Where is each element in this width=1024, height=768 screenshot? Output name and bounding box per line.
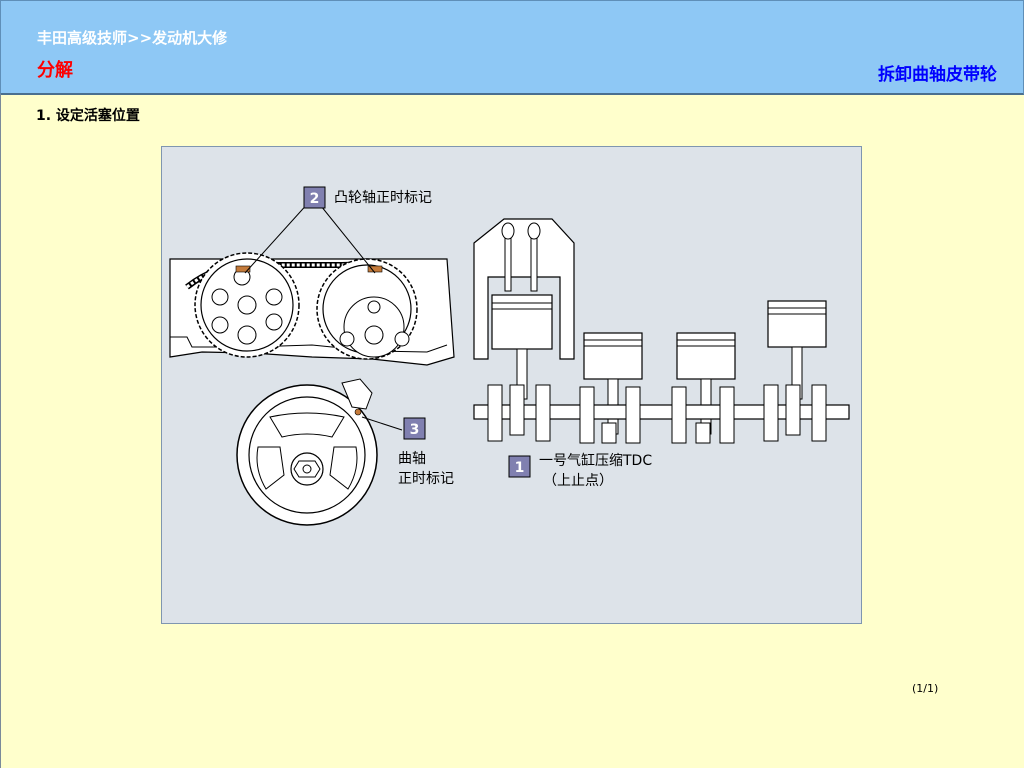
header-bar: 丰田高级技师>>发动机大修 分解 拆卸曲轴皮带轮	[0, 0, 1024, 95]
breadcrumb: 丰田高级技师>>发动机大修	[37, 29, 228, 47]
camshaft-timing-mark-label: 凸轮轴正时标记	[334, 190, 432, 206]
callout-1-box: 1	[508, 455, 531, 478]
step-heading: 1. 设定活塞位置	[36, 108, 140, 124]
callout-3-box: 3	[403, 417, 426, 440]
camshaft-sprockets	[169, 200, 455, 366]
page-title: 拆卸曲轴皮带轮	[878, 65, 997, 85]
crankshaft-label-line2: 正时标记	[398, 471, 454, 487]
callout-2-box: 2	[303, 186, 326, 209]
engine-diagram: 2 3 1	[169, 186, 850, 526]
tdc-label-line1: 一号气缸压缩TDC	[539, 453, 653, 469]
left-border	[0, 94, 1, 768]
callout-3-number: 3	[410, 422, 420, 438]
page-indicator: (1/1)	[912, 682, 939, 695]
callout-1-number: 1	[515, 460, 525, 476]
callout-2-number: 2	[310, 191, 320, 207]
section-title: 分解	[37, 60, 73, 81]
crankshaft-label-line1: 曲轴	[398, 451, 426, 467]
tdc-label-line2: （上止点）	[543, 473, 613, 489]
pistons-crankshaft	[473, 218, 850, 444]
crankshaft-pulley	[236, 378, 403, 526]
diagram-figure: 2 3 1 凸轮轴正时标记 曲轴 正时标记 一号气缸压缩TDC （上止点）	[161, 146, 862, 624]
